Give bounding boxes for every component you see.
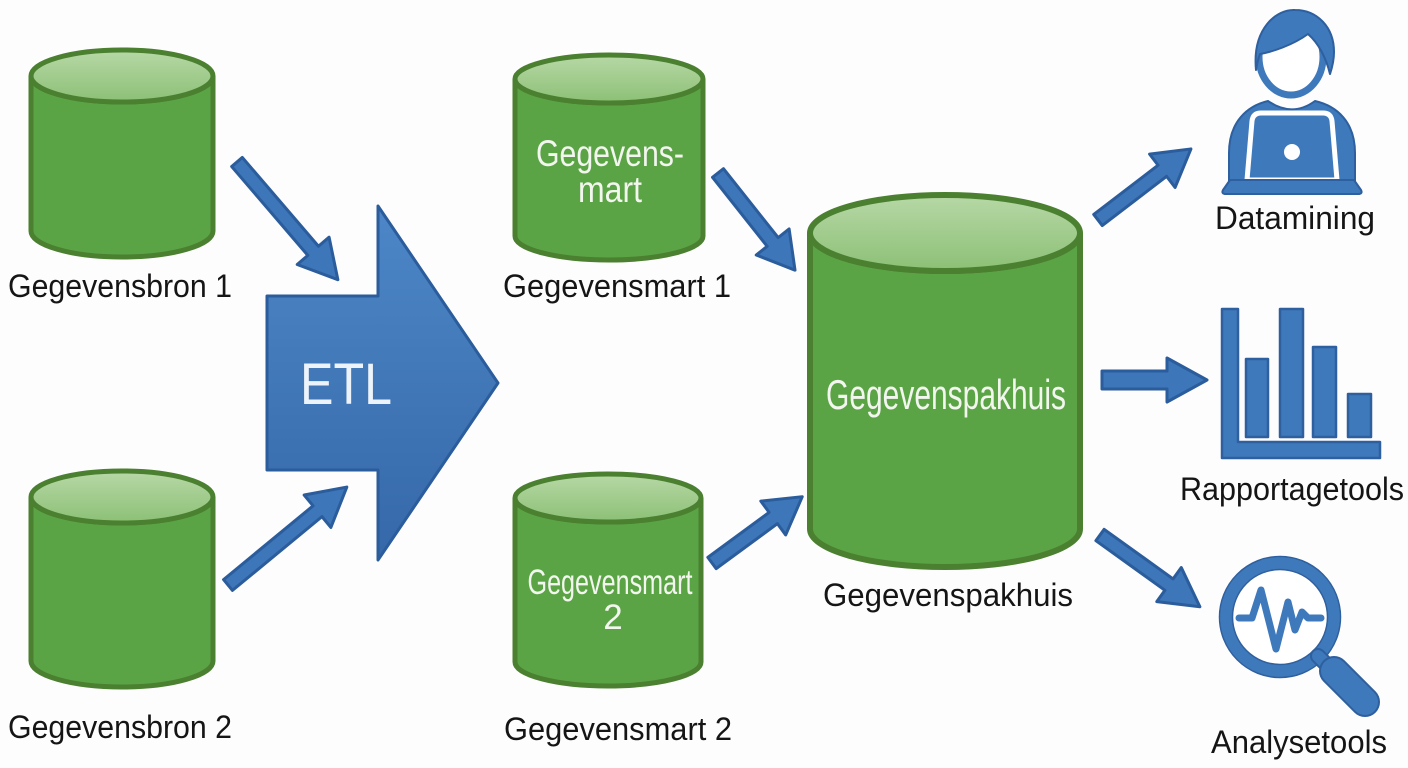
cylinder-top bbox=[28, 468, 216, 526]
bar-chart-icon bbox=[1220, 307, 1382, 460]
cylinder-top bbox=[512, 471, 704, 525]
mart1-inner-line1: Gegevens- bbox=[536, 133, 684, 174]
mart2-label: Gegevensmart 2 bbox=[504, 711, 732, 747]
etl-block-arrow: ETL bbox=[265, 204, 500, 562]
cylinder-gegevensbron-1 bbox=[28, 47, 216, 260]
person-laptop-icon bbox=[1221, 8, 1363, 195]
magnifier-ring bbox=[1220, 557, 1340, 677]
arrow-warehouse-to-analysis bbox=[1094, 527, 1202, 609]
arrow-warehouse-to-reporting bbox=[1100, 356, 1209, 404]
cylinder-top bbox=[807, 192, 1083, 274]
source2-label: Gegevensbron 2 bbox=[8, 709, 232, 745]
arrow-warehouse-to-datamining bbox=[1092, 147, 1193, 228]
cylinder-gegevensbron-2 bbox=[28, 468, 216, 690]
mart1-label: Gegevensmart 1 bbox=[503, 268, 731, 304]
laptop-base bbox=[1221, 179, 1363, 195]
chart-bar bbox=[1278, 307, 1305, 439]
chart-bar bbox=[1244, 357, 1270, 439]
magnifier-pulse-icon bbox=[1218, 555, 1380, 717]
cylinder-gegevensmart-2: Gegevensmart 2 bbox=[512, 471, 704, 689]
arrow-source1-to-etl bbox=[230, 155, 340, 282]
person-hair bbox=[1254, 8, 1335, 75]
cylinder-gegevenspakhuis: Gegevenspakhuis bbox=[807, 192, 1083, 570]
consumer-reporting-label: Rapportagetools bbox=[1180, 471, 1404, 507]
arrow-source2-to-etl bbox=[222, 485, 349, 592]
cylinder-top bbox=[28, 47, 216, 105]
magnifier-ring-outline bbox=[1218, 555, 1342, 679]
mart1-inner-line2: mart bbox=[578, 169, 643, 210]
consumer-datamining-label: Datamining bbox=[1215, 200, 1375, 236]
magnifier-handle bbox=[1321, 658, 1378, 715]
laptop-logo bbox=[1284, 144, 1300, 160]
consumer-analysis-label: Analysetools bbox=[1211, 724, 1387, 760]
arrow-mart2-to-warehouse bbox=[706, 495, 804, 571]
magnifier-ring-inner-outline bbox=[1231, 568, 1329, 666]
cylinder-gegevensmart-1: Gegevens- mart bbox=[512, 52, 706, 263]
mart2-inner-line1: Gegevensmart bbox=[528, 563, 693, 602]
source1-label: Gegevensbron 1 bbox=[8, 268, 232, 304]
chart-bar bbox=[1346, 392, 1373, 439]
pulse-waveform bbox=[1235, 586, 1325, 653]
chart-axes bbox=[1220, 307, 1382, 460]
warehouse-label: Gegevenspakhuis bbox=[823, 577, 1073, 613]
mart2-inner-line2: 2 bbox=[603, 598, 622, 637]
etl-label: ETL bbox=[300, 352, 392, 417]
etl-arrow-shape bbox=[265, 204, 500, 562]
warehouse-inner-label: Gegevenspakhuis bbox=[826, 371, 1066, 418]
arrow-mart1-to-warehouse bbox=[711, 167, 797, 272]
chart-bar bbox=[1311, 345, 1338, 439]
cylinder-top bbox=[512, 52, 706, 106]
